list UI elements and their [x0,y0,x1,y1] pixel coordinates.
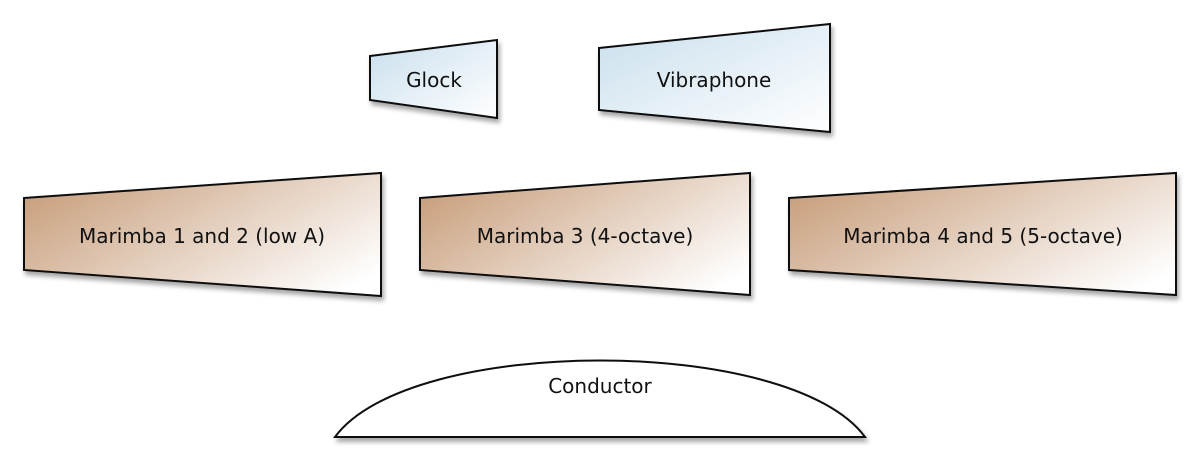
glock: Glock [369,38,498,120]
marimba-3: Marimba 3 (4-octave) [419,171,751,297]
conductor-label: Conductor [548,374,652,398]
glock-shape [369,38,498,120]
marimba-1-2-label: Marimba 1 and 2 (low A) [79,224,325,248]
vibraphone: Vibraphone [598,22,831,134]
conductor-shape [333,359,867,438]
vibraphone-shape [598,22,831,134]
marimba-4-5-shape [788,171,1177,297]
glock-label: Glock [406,68,462,92]
marimba-1-2-shape [23,171,382,298]
marimba-1-2: Marimba 1 and 2 (low A) [23,171,382,298]
conductor: Conductor [333,359,867,438]
vibraphone-label: Vibraphone [657,68,772,92]
marimba-3-label: Marimba 3 (4-octave) [477,224,694,248]
marimba-4-5-label: Marimba 4 and 5 (5-octave) [843,224,1123,248]
marimba-4-5: Marimba 4 and 5 (5-octave) [788,171,1177,297]
marimba-3-shape [419,171,751,297]
